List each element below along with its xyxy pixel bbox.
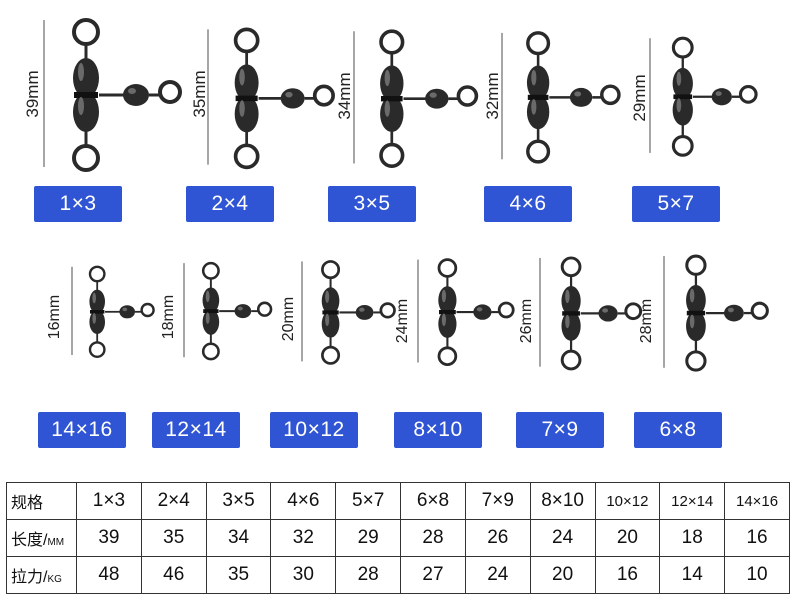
- table-cell: 12×14: [659, 482, 726, 520]
- length-label: 35mm: [190, 70, 209, 118]
- length-label: 28mm: [638, 298, 655, 344]
- table-cell: 18: [659, 519, 726, 557]
- row-header-label: 长度/: [11, 532, 48, 549]
- table-cell: 1×3: [76, 482, 142, 520]
- table-row-length: 长度/MM 39 35 34 32 29 28 26 24 20 18 16: [6, 519, 790, 557]
- length-label: 39mm: [23, 70, 42, 118]
- size-label: 6×8: [634, 412, 722, 448]
- table-cell: 39: [76, 519, 142, 557]
- table-cell: 8×10: [529, 482, 596, 520]
- table-cell: 5×7: [335, 482, 402, 520]
- size-label: 14×16: [38, 412, 126, 448]
- table-cell: 16: [594, 556, 661, 594]
- length-label: 29mm: [630, 74, 649, 122]
- table-cell: 6×8: [400, 482, 466, 520]
- length-label: 32mm: [483, 72, 502, 120]
- length-label: 20mm: [280, 296, 297, 342]
- size-label: 3×5: [328, 186, 416, 222]
- table-cell: 24: [529, 519, 596, 557]
- length-label: 16mm: [46, 294, 63, 340]
- table-cell: 32: [270, 519, 337, 557]
- row-header-length: 长度/MM: [6, 519, 77, 557]
- swivel-image: [417, 258, 515, 366]
- row-header-spec: 规格: [6, 482, 77, 520]
- row-header-unit: KG: [47, 574, 62, 585]
- table-cell: 10: [724, 556, 790, 594]
- swivel-image: [663, 254, 769, 372]
- swivel-image: [301, 260, 396, 365]
- swivel-image: [539, 256, 643, 371]
- table-cell: 3×5: [205, 482, 272, 520]
- length-label: 24mm: [394, 298, 411, 344]
- table-row-spec: 规格 1×3 2×4 3×5 4×6 5×7 6×8 7×9 8×10 10×1…: [6, 482, 790, 520]
- size-label: 1×3: [34, 186, 122, 222]
- swivel-image: [43, 18, 182, 172]
- table-cell: 46: [140, 556, 207, 594]
- table-cell: 35: [140, 519, 207, 557]
- size-label: 12×14: [152, 412, 240, 448]
- table-cell: 28: [335, 556, 402, 594]
- table-cell: 14: [659, 556, 726, 594]
- table-cell: 16: [724, 519, 790, 557]
- table-cell: 4×6: [270, 482, 337, 520]
- table-cell: 7×9: [464, 482, 531, 520]
- table-cell: 27: [400, 556, 466, 594]
- table-cell: 35: [205, 556, 272, 594]
- table-cell: 2×4: [140, 482, 207, 520]
- swivel-image: [353, 29, 479, 169]
- length-label: 18mm: [160, 294, 177, 340]
- length-label: 26mm: [518, 298, 535, 344]
- size-label: 10×12: [270, 412, 358, 448]
- row-header-unit: MM: [47, 537, 65, 548]
- table-cell: 20: [529, 556, 596, 594]
- table-cell: 28: [400, 519, 466, 557]
- table-cell: 34: [205, 519, 272, 557]
- size-label: 7×9: [516, 412, 604, 448]
- table-cell: 48: [76, 556, 142, 594]
- swivel-image: [207, 27, 335, 170]
- length-label: 34mm: [335, 72, 354, 120]
- table-cell: 14×16: [724, 482, 790, 520]
- size-label: 8×10: [394, 412, 482, 448]
- table-cell: 24: [464, 556, 531, 594]
- table-cell: 30: [270, 556, 337, 594]
- table-cell: 29: [335, 519, 402, 557]
- table-cell: 20: [594, 519, 661, 557]
- table-cell: 10×12: [594, 482, 661, 520]
- size-label: 2×4: [186, 186, 274, 222]
- swivel-image: [71, 265, 155, 359]
- swivel-image: [649, 36, 758, 157]
- row-header-label: 拉力/: [11, 569, 48, 586]
- table-row-strength: 拉力/KG 48 46 35 30 28 27 24 20 16 14 10: [6, 556, 790, 594]
- row-header-strength: 拉力/KG: [6, 556, 77, 594]
- spec-table: 规格 1×3 2×4 3×5 4×6 5×7 6×8 7×9 8×10 10×1…: [6, 482, 790, 594]
- swivel-image: [183, 261, 273, 361]
- size-label: 5×7: [632, 186, 720, 222]
- table-cell: 26: [464, 519, 531, 557]
- swivel-image: [501, 31, 621, 164]
- size-label: 4×6: [484, 186, 572, 222]
